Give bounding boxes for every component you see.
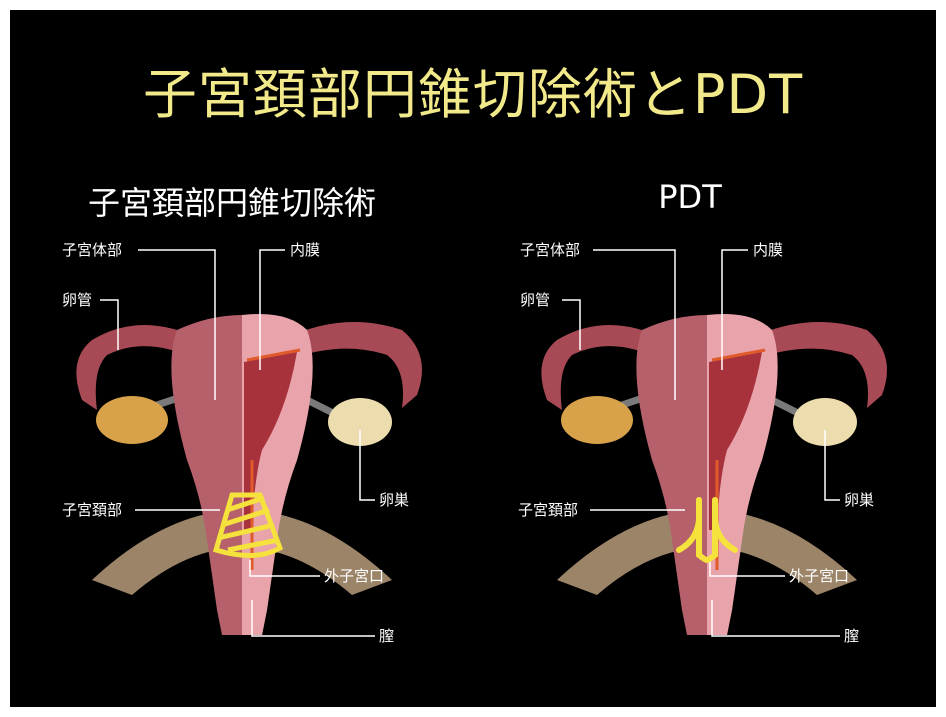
right-label-fallopian-tube: 卵管	[520, 291, 550, 309]
left-label-vagina: 膣	[379, 627, 394, 645]
left-label-uterine-body: 子宮体部	[62, 241, 122, 259]
right-label-uterine-body: 子宮体部	[520, 241, 580, 259]
left-label-ovary: 卵巣	[379, 491, 409, 509]
right-label-cervix: 子宮頚部	[518, 501, 578, 519]
right-label-vagina: 膣	[844, 627, 859, 645]
diagrams: 子宮体部 卵管 内膜 卵巣 子宮頚部 外子宮口 膣 子宮体部 卵管 内膜 卵巣 …	[10, 10, 936, 707]
left-label-cervix: 子宮頚部	[62, 501, 122, 519]
right-label-ovary: 卵巣	[844, 491, 874, 509]
right-uterus-illustration	[541, 314, 887, 635]
left-uterus-illustration	[76, 314, 422, 635]
left-ovary	[561, 396, 633, 444]
slide: 子宮頚部円錐切除術とPDT 子宮頚部円錐切除術 PDT	[10, 10, 936, 707]
right-label-endometrium: 内膜	[753, 241, 783, 259]
left-label-endometrium: 内膜	[290, 241, 320, 259]
left-label-fallopian-tube: 卵管	[62, 291, 92, 309]
left-label-external-os: 外子宮口	[324, 567, 384, 585]
left-ovary	[96, 396, 168, 444]
right-label-external-os: 外子宮口	[789, 567, 849, 585]
